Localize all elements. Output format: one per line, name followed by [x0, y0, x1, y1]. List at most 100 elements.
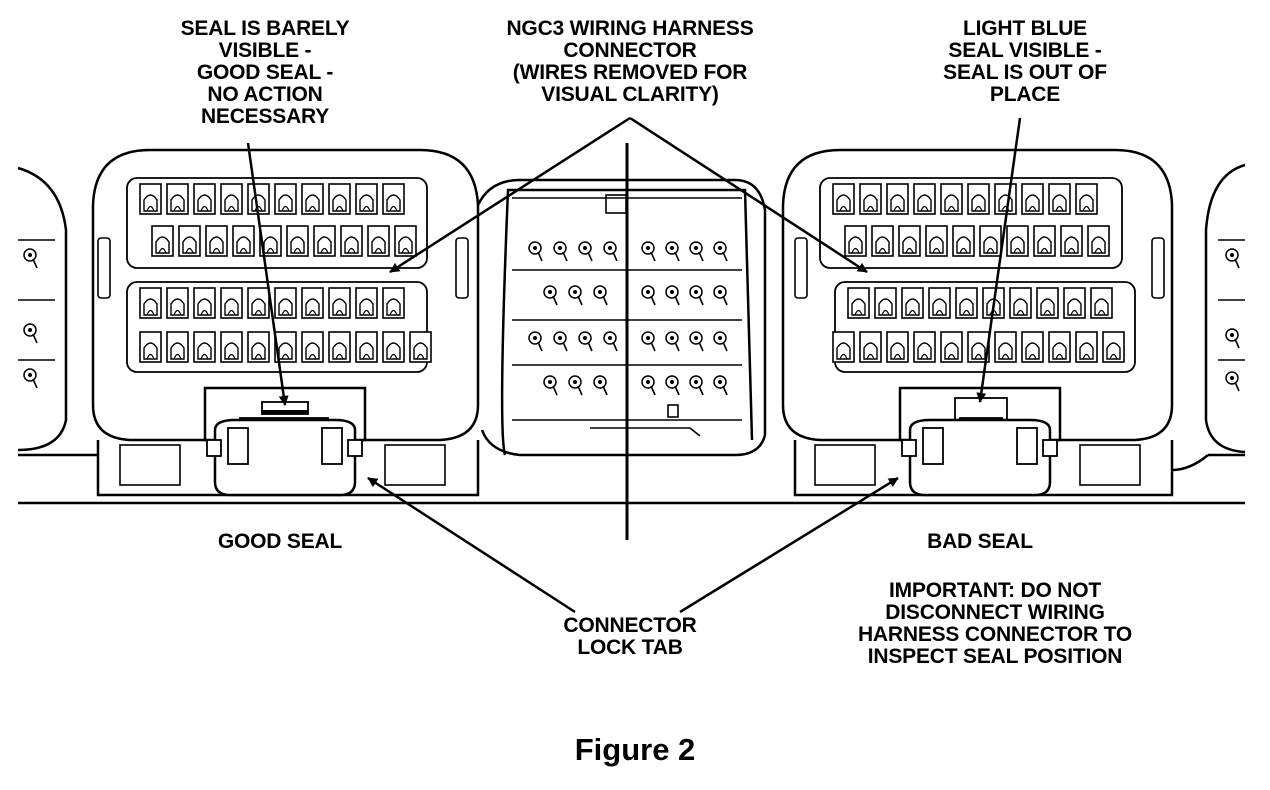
- cavity: [382, 287, 405, 319]
- cavity: [247, 287, 270, 319]
- good-seal-connector: [91, 148, 480, 497]
- left-partial-connector: [17, 166, 68, 452]
- cavity: [1060, 225, 1083, 257]
- cavity: [367, 225, 390, 257]
- cavity: [382, 183, 405, 215]
- cavity: [274, 183, 297, 215]
- cavity: [886, 183, 909, 215]
- bad-seal-label: BAD SEAL: [927, 530, 1033, 553]
- cavity: [967, 183, 990, 215]
- cavity: [1048, 331, 1071, 363]
- cavity: [859, 331, 882, 363]
- cavity: [355, 183, 378, 215]
- cavity: [886, 331, 909, 363]
- cavity: [139, 183, 162, 215]
- cavity: [328, 183, 351, 215]
- cavity: [313, 225, 336, 257]
- seal-barely-visible-label: SEAL IS BARELY VISIBLE - GOOD SEAL - NO …: [180, 17, 350, 128]
- cavity: [874, 287, 897, 319]
- cavity: [193, 287, 216, 319]
- cavity: [166, 183, 189, 215]
- cavity: [1009, 287, 1032, 319]
- arrow-harness-left: [389, 116, 631, 274]
- cavity: [328, 287, 351, 319]
- cavity: [1090, 287, 1113, 319]
- cavity: [952, 225, 975, 257]
- cavity: [940, 331, 963, 363]
- cavity: [994, 183, 1017, 215]
- bad-seal-connector: [781, 148, 1209, 497]
- arrow-lock-tab-left: [367, 476, 576, 614]
- cavity: [193, 331, 216, 363]
- cavity: [832, 183, 855, 215]
- cavity: [274, 331, 297, 363]
- cavity: [139, 331, 162, 363]
- cavity: [844, 225, 867, 257]
- cavity: [1021, 183, 1044, 215]
- connector-lock-tab-label: CONNECTOR LOCK TAB: [563, 614, 697, 659]
- cavity: [979, 225, 1002, 257]
- cavity: [166, 331, 189, 363]
- good-seal-label: GOOD SEAL: [217, 530, 343, 553]
- cavity: [1006, 225, 1029, 257]
- cavity: [1087, 225, 1110, 257]
- cavity: [955, 287, 978, 319]
- cavity: [220, 183, 243, 215]
- cavity: [913, 331, 936, 363]
- base-plate: [18, 453, 1245, 505]
- cavity: [925, 225, 948, 257]
- cavity: [274, 287, 297, 319]
- cavity: [139, 287, 162, 319]
- cavity: [232, 225, 255, 257]
- ngc3-connector-label: NGC3 WIRING HARNESS CONNECTOR (WIRES REM…: [506, 17, 754, 106]
- arrow-good-seal: [246, 142, 289, 406]
- cavity: [205, 225, 228, 257]
- cavity: [220, 331, 243, 363]
- cavity: [1075, 183, 1098, 215]
- cavity: [355, 331, 378, 363]
- terminal-group-left: [23, 248, 38, 389]
- arrow-harness-right: [629, 116, 868, 274]
- arrow-lock-tab-right: [679, 476, 899, 614]
- cavity: [301, 331, 324, 363]
- cavity: [301, 287, 324, 319]
- cavity: [193, 183, 216, 215]
- cavity: [286, 225, 309, 257]
- cavity: [382, 331, 405, 363]
- cavity: [832, 331, 855, 363]
- cavity: [151, 225, 174, 257]
- cavity: [1075, 331, 1098, 363]
- cavity: [1036, 287, 1059, 319]
- cavity: [166, 287, 189, 319]
- figure-caption: Figure 2: [574, 732, 696, 767]
- cavity: [394, 225, 417, 257]
- cavity: [871, 225, 894, 257]
- cavity: [847, 287, 870, 319]
- cavity: [178, 225, 201, 257]
- cavity: [355, 287, 378, 319]
- cavity: [220, 287, 243, 319]
- cavity: [859, 183, 882, 215]
- cavity: [1102, 331, 1125, 363]
- cavity: [409, 331, 432, 363]
- cavity: [1021, 331, 1044, 363]
- leader-arrows: [246, 116, 1022, 614]
- cavity: [301, 183, 324, 215]
- middle-connector: [476, 178, 767, 457]
- cavity: [940, 183, 963, 215]
- cavity: [994, 331, 1017, 363]
- cavity: [928, 287, 951, 319]
- important-note: IMPORTANT: DO NOT DISCONNECT WIRING HARN…: [857, 579, 1133, 668]
- cavity: [328, 331, 351, 363]
- cavity: [913, 183, 936, 215]
- cavity: [1048, 183, 1071, 215]
- cavity: [1063, 287, 1086, 319]
- cavity: [247, 331, 270, 363]
- cavity: [259, 225, 282, 257]
- right-partial-connector: [1204, 163, 1246, 454]
- cavity: [898, 225, 921, 257]
- cavity: [340, 225, 363, 257]
- cavity: [1033, 225, 1056, 257]
- light-blue-seal-label: LIGHT BLUE SEAL VISIBLE - SEAL IS OUT OF…: [943, 17, 1107, 106]
